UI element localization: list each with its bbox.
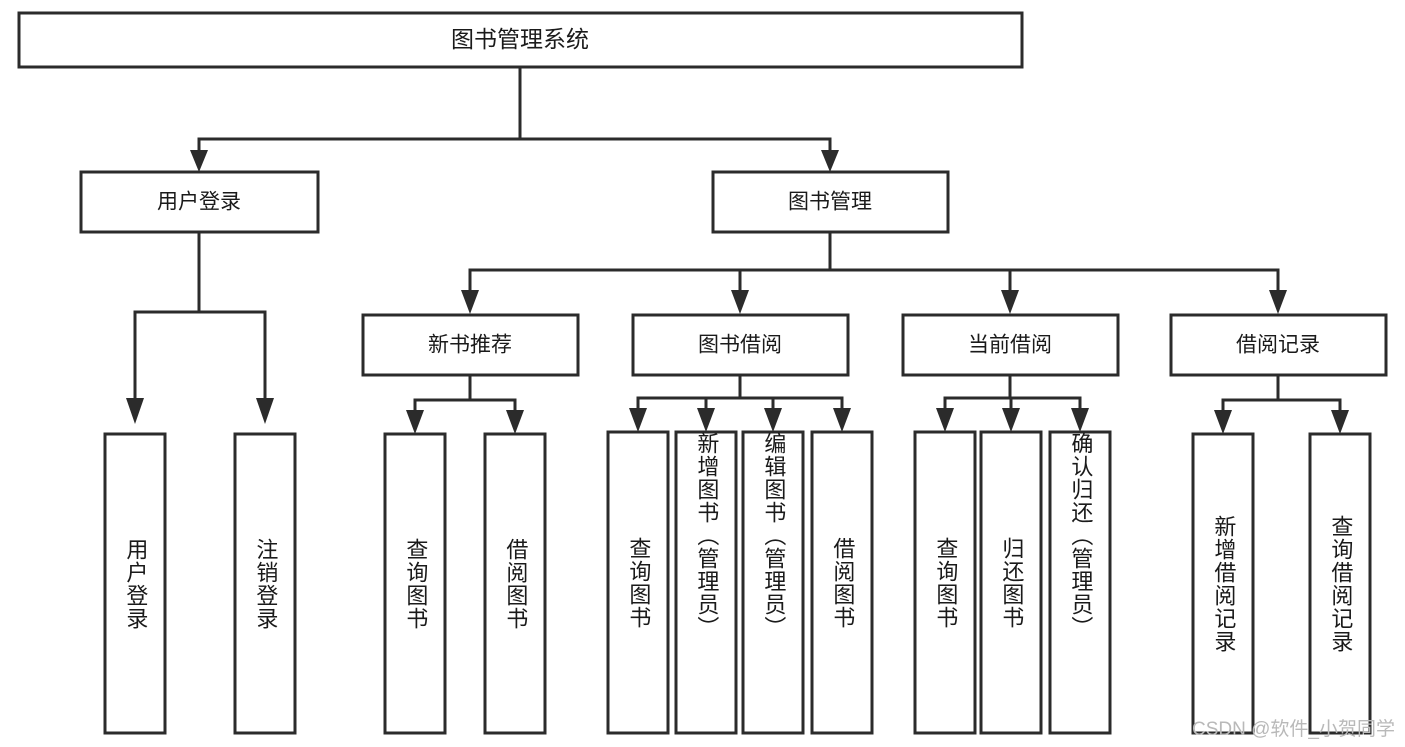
arrow-head-borrow-record — [1269, 290, 1287, 314]
arrow-head-leaf-query-book-3 — [936, 408, 954, 432]
node-root[interactable] — [17, 11, 1024, 69]
arrow-head-new-book-recommend — [461, 290, 479, 314]
arrow-head-leaf-return-book — [1002, 408, 1020, 432]
node-book-manage-label: 图书管理 — [788, 191, 872, 214]
arrow-head-leaf-add-book — [697, 408, 715, 432]
node-leaf-add-record[interactable] — [1191, 432, 1255, 735]
node-leaf-query-book-3[interactable] — [913, 430, 977, 735]
node-leaf-user-login[interactable] — [103, 432, 167, 735]
node-leaf-borrow-book-1[interactable] — [483, 432, 547, 735]
node-leaf-query-book-2[interactable] — [606, 430, 670, 735]
arrow-head-current-borrow — [1001, 290, 1019, 314]
arrow-head-leaf-borrow-book-2 — [833, 408, 851, 432]
arrow-head-leaf-logout — [256, 398, 274, 424]
node-leaf-logout[interactable] — [233, 432, 297, 735]
node-book-borrow-label: 图书借阅 — [698, 334, 782, 357]
node-leaf-confirm-return[interactable] — [1048, 430, 1112, 735]
node-new-book-recommend-label: 新书推荐 — [428, 334, 512, 357]
node-book-borrow[interactable] — [631, 313, 850, 377]
arrow-head-book-manage — [821, 150, 839, 172]
node-leaf-borrow-book-2[interactable] — [810, 430, 874, 735]
arrow-head-book-borrow — [731, 290, 749, 314]
node-leaf-edit-book[interactable] — [741, 430, 805, 735]
arrow-head-leaf-borrow-book-1 — [506, 410, 524, 434]
arrow-head-leaf-user-login — [126, 398, 144, 424]
node-leaf-return-book[interactable] — [979, 430, 1043, 735]
node-book-manage[interactable] — [711, 170, 950, 234]
arrow-head-leaf-query-book-1 — [406, 410, 424, 434]
node-current-borrow[interactable] — [901, 313, 1120, 377]
arrow-head-leaf-query-record — [1331, 410, 1349, 434]
arrow-head-leaf-confirm-return — [1071, 408, 1089, 432]
node-borrow-record-label: 借阅记录 — [1236, 334, 1320, 357]
node-leaf-query-record[interactable] — [1308, 432, 1372, 735]
arrow-head-leaf-query-book-2 — [629, 408, 647, 432]
node-borrow-record[interactable] — [1169, 313, 1388, 377]
node-leaf-query-book-1[interactable] — [383, 432, 447, 735]
node-user-login[interactable] — [79, 170, 320, 234]
node-new-book-recommend[interactable] — [361, 313, 580, 377]
arrow-head-leaf-edit-book — [764, 408, 782, 432]
connector-group — [126, 65, 1349, 434]
arrow-head-leaf-add-record — [1214, 410, 1232, 434]
node-root-label: 图书管理系统 — [451, 26, 589, 52]
node-user-login-label: 用户登录 — [157, 191, 241, 214]
node-leaf-add-book[interactable] — [674, 430, 738, 735]
arrow-head-user-login — [190, 150, 208, 172]
node-current-borrow-label: 当前借阅 — [968, 334, 1052, 357]
